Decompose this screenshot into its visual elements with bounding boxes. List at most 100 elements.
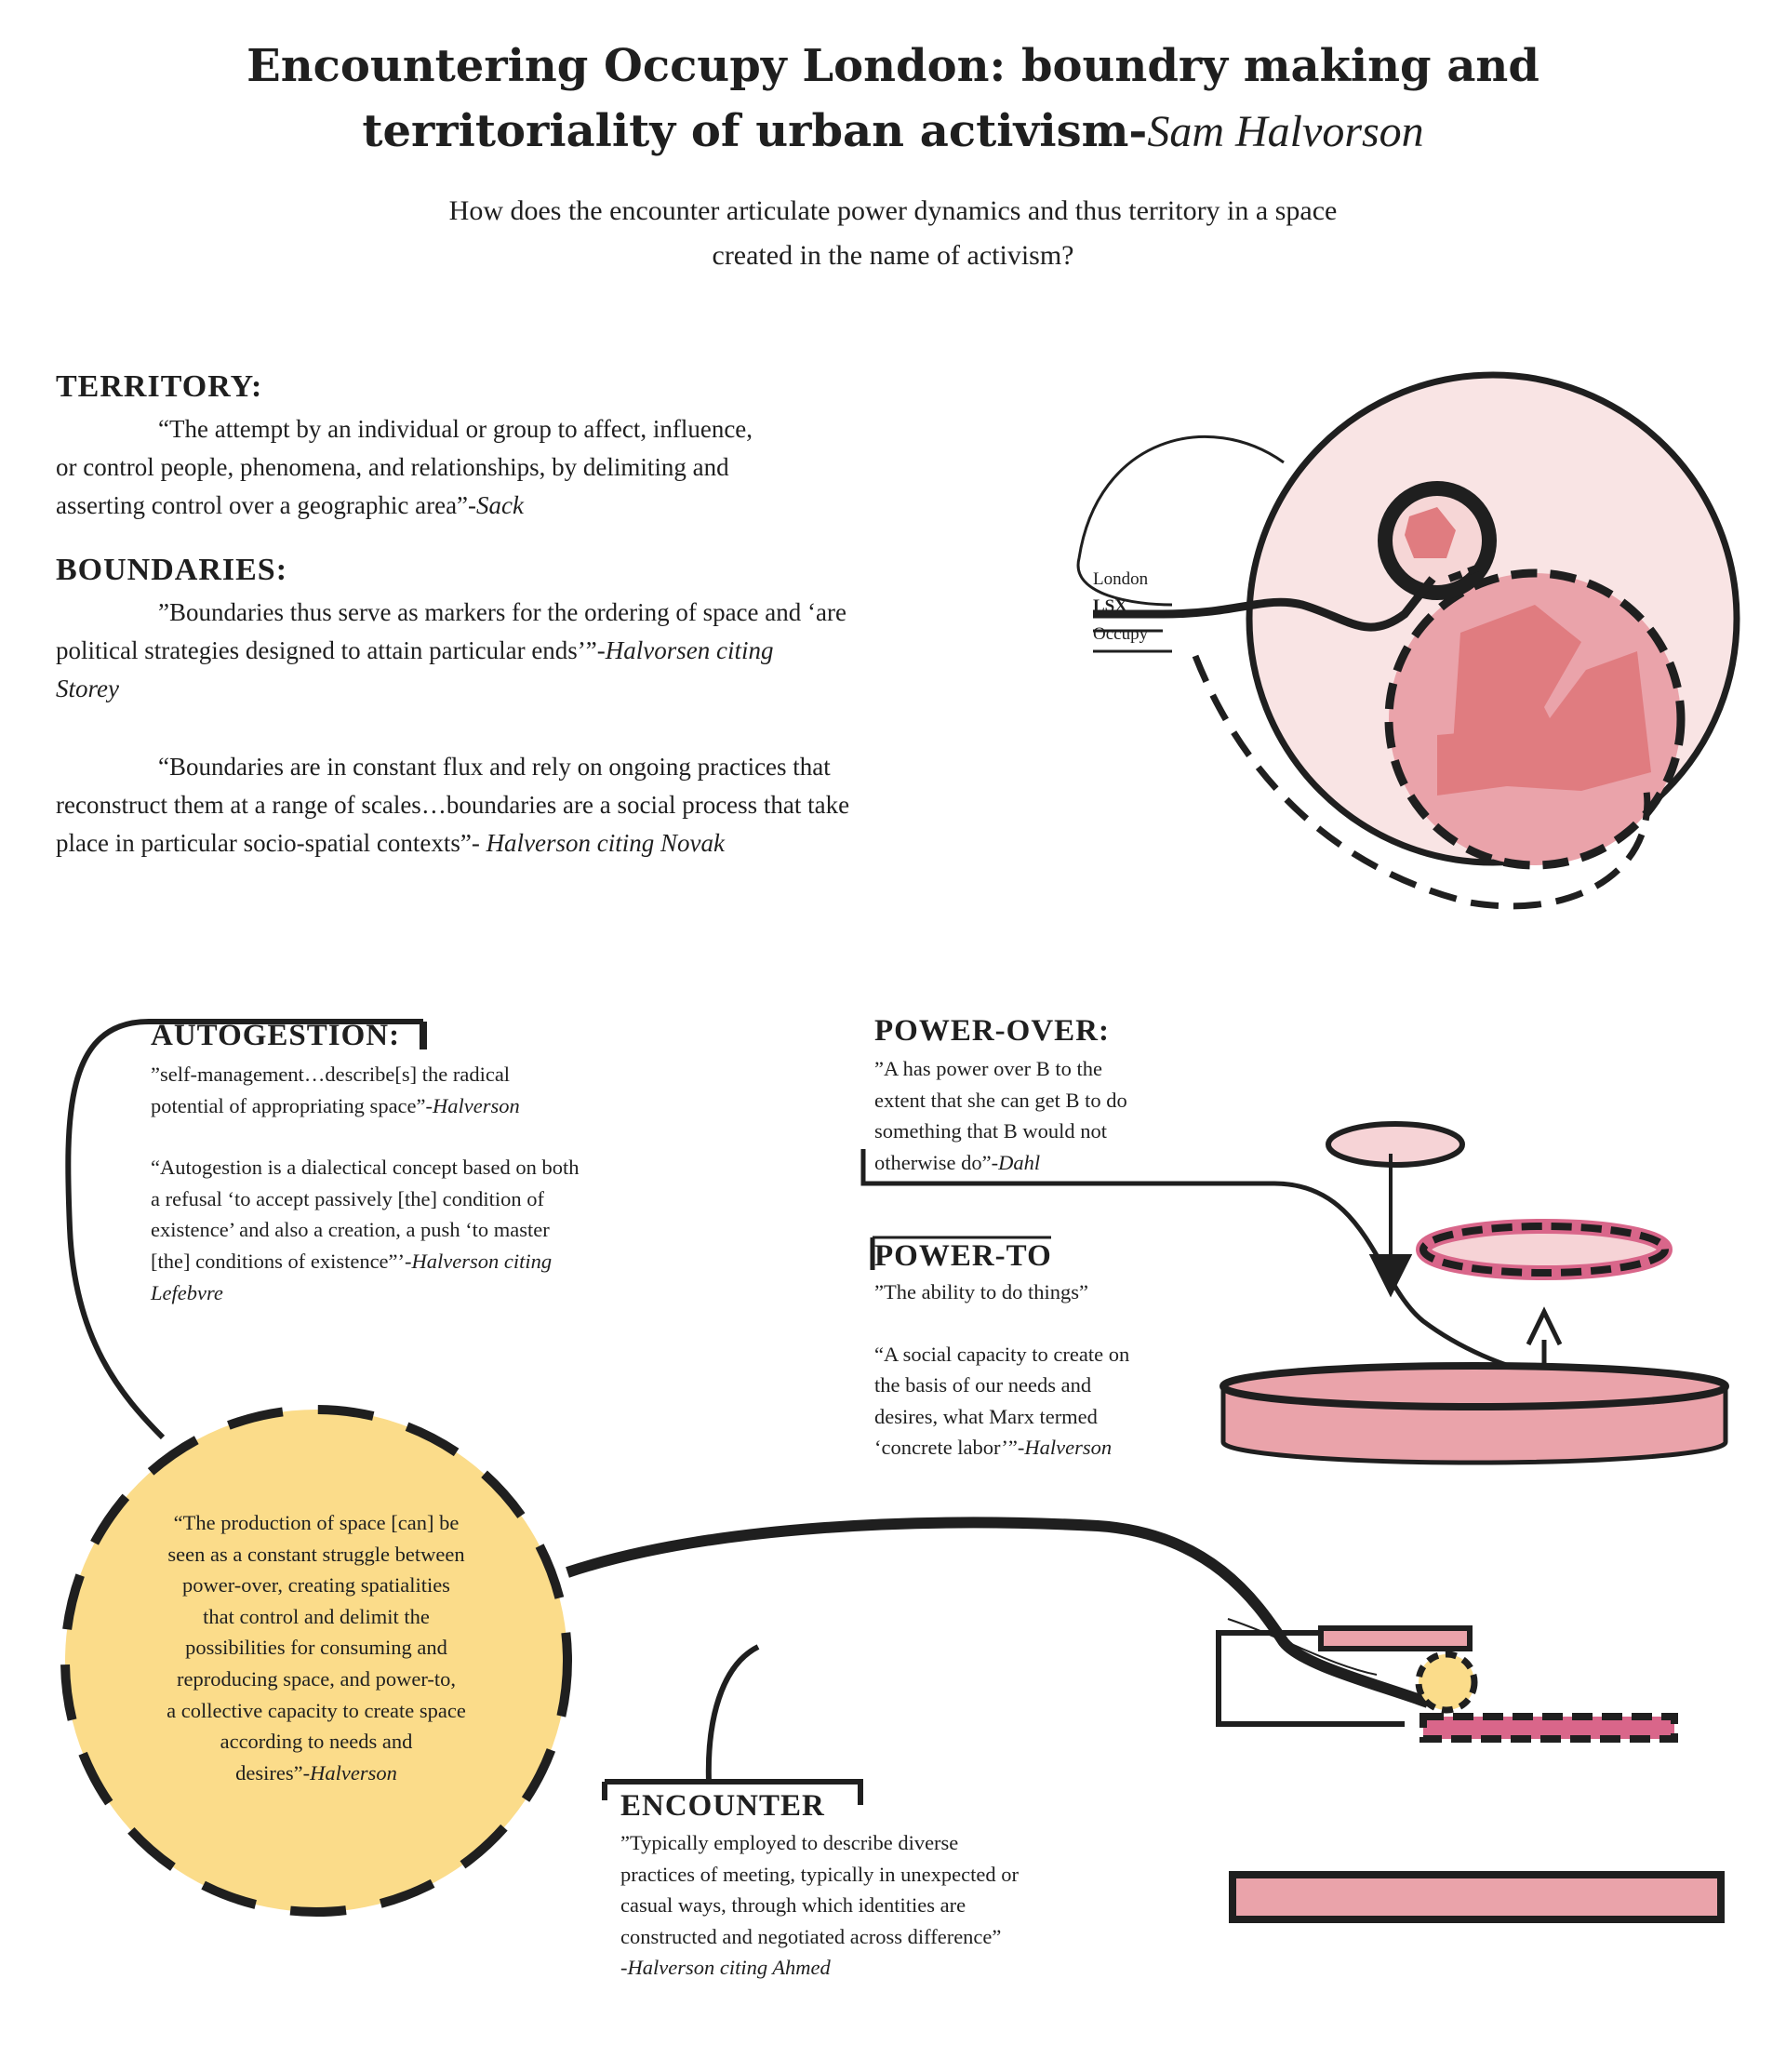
power-to-disk-dashed xyxy=(1419,1223,1669,1277)
production-quote: “The production of space [can] be seen a… xyxy=(121,1507,512,1788)
boundaries-q2-line-2: reconstruct them at a range of scales…bo… xyxy=(56,791,850,819)
autogestion-q1-line-1: ”self-management…describe[s] the radical xyxy=(151,1063,511,1086)
encounter-leader xyxy=(705,1644,760,1783)
boundaries-q1-line-2: political strategies designed to attain … xyxy=(56,636,606,664)
production-line-1: “The production of space [can] be xyxy=(173,1511,460,1534)
power-to-cite: Halverson xyxy=(1024,1436,1113,1460)
territory-line-3: asserting control over a geographic area… xyxy=(56,491,477,519)
power-over-line-4: otherwise do”- xyxy=(874,1150,999,1174)
boundaries-heading: BOUNDARIES: xyxy=(56,553,288,587)
london-leader xyxy=(1076,434,1285,607)
occupy-dashed-boundary xyxy=(1384,568,1686,870)
label-london: London xyxy=(1093,569,1149,589)
autogestion-q1-cite: Halverson xyxy=(433,1093,520,1117)
page-title: Encountering Occupy London: boundry maki… xyxy=(0,33,1786,165)
territory-map xyxy=(1076,371,1740,910)
boundaries-q1-cite-a: Halvorsen citing xyxy=(605,636,774,664)
power-over-bracket xyxy=(860,1149,1536,1375)
encounter-line-2: practices of meeting, typically in unexp… xyxy=(620,1862,1019,1886)
production-circle xyxy=(60,1405,572,1917)
autogestion-q2-cite-a: Halverson citing xyxy=(411,1249,553,1273)
encounter-line-4: constructed and negotiated across differ… xyxy=(620,1924,1002,1948)
boundaries-q2-line-3: place in particular socio-spatial contex… xyxy=(56,829,486,857)
encounter-heading: ENCOUNTER xyxy=(620,1789,825,1823)
label-lsx: LSX xyxy=(1093,596,1127,616)
production-line-2: seen as a constant struggle between xyxy=(167,1542,465,1566)
title-line-1: Encountering Occupy London: boundry maki… xyxy=(247,40,1539,92)
autogestion-q2-line-2: a refusal ‘to accept passively [the] con… xyxy=(151,1186,544,1210)
power-to-line-1: “A social capacity to create on xyxy=(874,1342,1130,1366)
base-slab-top xyxy=(1220,1362,1729,1410)
production-line-5: possibilities for consuming and xyxy=(185,1636,447,1660)
power-over-line-2: extent that she can get B to do xyxy=(874,1088,1127,1112)
power-over-line-1: ”A has power over B to the xyxy=(874,1057,1102,1080)
power-to-line-3: desires, what Marx termed xyxy=(874,1404,1098,1428)
research-question: How does the encounter articulate power … xyxy=(0,189,1786,278)
boundaries-q1-cite-b: Storey xyxy=(56,675,119,702)
boundaries-quote-2: “Boundaries are in constant flux and rel… xyxy=(56,748,1126,862)
production-to-encounter xyxy=(566,1517,1431,1708)
production-line-4: that control and delimit the xyxy=(203,1604,430,1628)
title-line-2-text: territoriality of urban activism- xyxy=(362,105,1148,157)
encounter-connector xyxy=(566,1517,1725,1923)
down-arrow-head xyxy=(1368,1254,1413,1298)
territory-quote: “The attempt by an individual or group t… xyxy=(56,410,1079,525)
territory-heading: TERRITORY: xyxy=(56,369,263,404)
lsx-occupy-link xyxy=(1447,564,1481,582)
author-name: Sam Halvorson xyxy=(1147,107,1424,156)
encounter-text: ”Typically employed to describe diverse … xyxy=(620,1827,1197,1984)
occupy-dashed-leader xyxy=(1192,654,1651,910)
autogestion-text: ”self-management…describe[s] the radical… xyxy=(151,1059,727,1308)
encounter-bracket xyxy=(1216,1630,1405,1727)
autogestion-q2-line-4: [the] conditions of existence”’- xyxy=(151,1249,412,1273)
encounter-yellow-dot xyxy=(1415,1651,1478,1714)
boundaries-q2-cite: Halverson citing Novak xyxy=(486,829,726,857)
territory-line-2: or control people, phenomena, and relati… xyxy=(56,453,729,481)
power-over-cite: Dahl xyxy=(998,1150,1041,1174)
production-line-8: according to needs and xyxy=(220,1730,413,1754)
autogestion-connector xyxy=(65,1019,427,1440)
autogestion-q2-line-3: existence’ and also a creation, a push ‘… xyxy=(151,1218,550,1242)
question-line-2: created in the name of activism? xyxy=(712,240,1074,271)
boundaries-q1-line-1: ”Boundaries thus serve as markers for th… xyxy=(158,598,846,626)
autogestion-q2-line-1: “Autogestion is a dialectical concept ba… xyxy=(151,1156,580,1180)
power-diagram xyxy=(860,1121,1729,1465)
encounter-heading-bracket xyxy=(602,1779,863,1805)
autogestion-q1-line-2: potential of appropriating space”- xyxy=(151,1093,433,1117)
power-to-text: ”The ability to do things” “A social cap… xyxy=(874,1277,1246,1464)
territory-cite: Sack xyxy=(476,491,524,519)
encounter-bar-dashed xyxy=(1419,1713,1678,1743)
power-over-heading: POWER-OVER: xyxy=(874,1014,1110,1048)
encounter-line-3: casual ways, through which identities ar… xyxy=(620,1893,966,1918)
up-arrow-head xyxy=(1526,1306,1563,1346)
boundaries-quote-1: ”Boundaries thus serve as markers for th… xyxy=(56,594,1079,708)
production-cite: Halverson xyxy=(310,1760,397,1785)
encounter-bar-top xyxy=(1318,1625,1473,1651)
occupy-block-2 xyxy=(1437,651,1651,795)
production-line-6: reproducing space, and power-to, xyxy=(176,1666,457,1691)
question-line-1: How does the encounter articulate power … xyxy=(448,195,1338,226)
encounter-line-1: ”Typically employed to describe diverse xyxy=(620,1831,959,1854)
autogestion-q2-cite-b: Lefebvre xyxy=(151,1280,223,1304)
autogestion-leader xyxy=(65,1019,423,1440)
power-over-text: ”A has power over B to the extent that s… xyxy=(874,1053,1246,1178)
territory-line-1: “The attempt by an individual or group t… xyxy=(158,415,753,443)
autogestion-heading: AUTOGESTION: xyxy=(151,1019,401,1052)
power-to-q1: ”The ability to do things” xyxy=(874,1280,1088,1303)
thin-connector xyxy=(1227,1618,1378,1676)
bottom-slab xyxy=(1229,1871,1725,1923)
power-over-disk xyxy=(1326,1121,1465,1168)
lsx-leader xyxy=(1093,576,1436,632)
lsx-block xyxy=(1405,507,1456,558)
power-to-line-2: the basis of our needs and xyxy=(874,1373,1092,1397)
encounter-cite: -Halverson citing Ahmed xyxy=(620,1956,831,1980)
production-line-9: desires”- xyxy=(235,1760,311,1785)
production-line-7: a collective capacity to create space xyxy=(167,1698,466,1722)
production-line-3: power-over, creating spatialities xyxy=(182,1573,450,1597)
power-to-heading: POWER-TO xyxy=(874,1239,1052,1273)
title-line-2: territoriality of urban activism-Sam Hal… xyxy=(0,99,1786,165)
power-to-line-4: ‘concrete labor’”- xyxy=(874,1436,1025,1460)
power-over-line-3: something that B would not xyxy=(874,1119,1107,1143)
label-occupy: Occupy xyxy=(1093,624,1149,644)
